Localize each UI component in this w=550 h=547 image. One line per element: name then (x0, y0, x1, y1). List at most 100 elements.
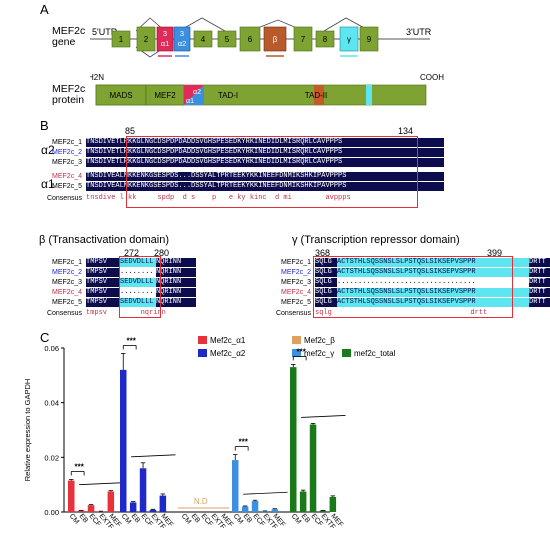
legend-label: mef2c_γ (304, 349, 334, 358)
bar (271, 509, 279, 512)
legend-swatch (198, 336, 207, 344)
beta_domain-row-pre: TMPSV (86, 268, 120, 277)
sig-group-line (79, 482, 124, 486)
svg-text:H2N: H2N (90, 73, 104, 82)
alpha2-segment (184, 85, 204, 105)
x-tick-label: CM (180, 513, 192, 526)
alpha-consensus-label: Consensus (46, 195, 82, 202)
protein-title-line2: protein (52, 94, 85, 106)
gamma_domain-row-mid: ACTSTHLSQSSNSLSLPSTQSLSIKSEPVSPPR (337, 298, 529, 307)
beta_domain-row-mid: SEDVDLLL (120, 258, 156, 267)
gamma_domain-consensus-label: Consensus (275, 310, 311, 317)
svg-text:α1: α1 (161, 39, 170, 48)
sig-group-line (243, 491, 288, 495)
gamma_domain-row-name: MEF2c_3 (281, 279, 311, 286)
svg-text:1: 1 (119, 35, 124, 44)
exon-8 (315, 30, 335, 48)
bar (241, 506, 249, 512)
beta_domain-row-mid: SEDVDLLL (120, 278, 156, 287)
gamma_domain-row-post: DRTT (529, 288, 550, 297)
x-tick-label: EB (130, 513, 142, 525)
gamma-segment (366, 85, 372, 105)
x-tick-label: EB (78, 513, 90, 525)
gamma-domain-title: γ (Transcription repressor domain) (292, 234, 460, 246)
beta_domain-row-name: MEF2c_1 (52, 259, 82, 266)
gamma_domain-row-mid: ................................. (337, 278, 529, 287)
alpha2-group-label: α2 (41, 143, 55, 157)
gamma_domain-row-pre: SQLG (315, 258, 337, 267)
beta-end-pos: 280 (154, 248, 170, 258)
bar (309, 424, 317, 512)
bar (159, 495, 167, 512)
bar (77, 510, 85, 512)
x-tick-label: EB (242, 513, 254, 525)
svg-text:TAD-II: TAD-II (305, 91, 328, 100)
beta_domain-row-post: NQRINN (156, 278, 196, 287)
beta_domain-row-mid: ........ (120, 288, 156, 297)
y-tick-label: 0.02 (44, 453, 59, 462)
bar (290, 367, 297, 512)
bar (139, 468, 147, 512)
svg-text:MEF2: MEF2 (154, 91, 176, 100)
bar (120, 369, 127, 512)
beta_domain-row-mid: ........ (120, 268, 156, 277)
sig-label: *** (297, 347, 307, 356)
sig-group-line (301, 415, 346, 418)
svg-text:TAD-I: TAD-I (218, 91, 238, 100)
bar (107, 491, 115, 512)
panel-letter-a: A (40, 2, 49, 17)
svg-text:α2: α2 (193, 89, 201, 96)
beta_domain-consensus-label: Consensus (46, 310, 82, 317)
svg-text:α1: α1 (186, 98, 194, 105)
svg-text:COOH: COOH (420, 73, 444, 82)
svg-text:8: 8 (323, 35, 328, 44)
x-tick-label: EB (190, 513, 202, 525)
gene-diagram: 5'UTR 3'UTR 1 2 3 α1 3 α2 4 5 6 β 7 8 γ … (90, 17, 432, 58)
svg-text:MADS: MADS (109, 91, 132, 100)
svg-text:3: 3 (163, 29, 167, 38)
alpha1-group-label: α1 (41, 177, 55, 191)
x-tick-label: EB (300, 513, 312, 525)
beta-segment (314, 85, 324, 105)
gamma_domain-highlight-box (313, 256, 513, 318)
panel-letter-c: C (40, 330, 50, 345)
exon-5 (217, 30, 237, 48)
alpha-end-pos: 134 (398, 126, 414, 136)
gamma_domain-row-pre: SQLG (315, 278, 337, 287)
sig-label: *** (239, 438, 249, 447)
beta-start-pos: 272 (124, 248, 140, 258)
alpha-row-name: MEF2c_1 (52, 139, 82, 146)
alpha-start-pos: 85 (125, 126, 136, 136)
bar (68, 480, 75, 512)
svg-text:2: 2 (144, 35, 149, 44)
legend-swatch (198, 349, 207, 357)
beta_domain-row-pre: TMPSV (86, 278, 120, 287)
legend-swatch (292, 336, 301, 344)
legend-swatch (342, 349, 351, 357)
alpha-row-name: MEF2c_3 (52, 159, 82, 166)
exon-beta (263, 26, 287, 52)
y-tick-label: 0.04 (44, 399, 59, 408)
gamma_domain-row-post: DRTT (529, 298, 550, 307)
x-tick-label: CM (68, 513, 80, 526)
beta_domain-row-post: NQRINN (156, 288, 196, 297)
bar (129, 502, 137, 512)
exon-3-alpha1 (156, 26, 174, 52)
gamma_domain-row-post: DRTT (529, 278, 550, 287)
bar (149, 509, 157, 512)
alpha-consensus-seq: tnsdive l kk spdp d s p e ky kinc d mi a… (86, 194, 351, 202)
beta_domain-row-name: MEF2c_4 (52, 289, 82, 296)
gene-title: MEF2c gene (52, 26, 85, 48)
legend-label: Mef2c_α1 (210, 336, 246, 345)
gamma_domain-row-pre: SQLG (315, 268, 337, 277)
alpha-row-seq: TNSDIVEALNKKENKGSESPDS...DSSYALTPRTEEKYK… (86, 172, 444, 181)
beta_domain-consensus-seq: tmpsv nqrinn (86, 309, 166, 317)
bar (329, 496, 337, 512)
gamma_domain-row-name: MEF2c_1 (281, 259, 311, 266)
bar (232, 460, 239, 512)
exon-1 (111, 30, 131, 48)
beta_domain-row-post: NQRINN (156, 268, 196, 277)
gamma_domain-consensus-seq: sqlg drtt (315, 309, 488, 317)
utr3-label: 3'UTR (406, 27, 432, 37)
